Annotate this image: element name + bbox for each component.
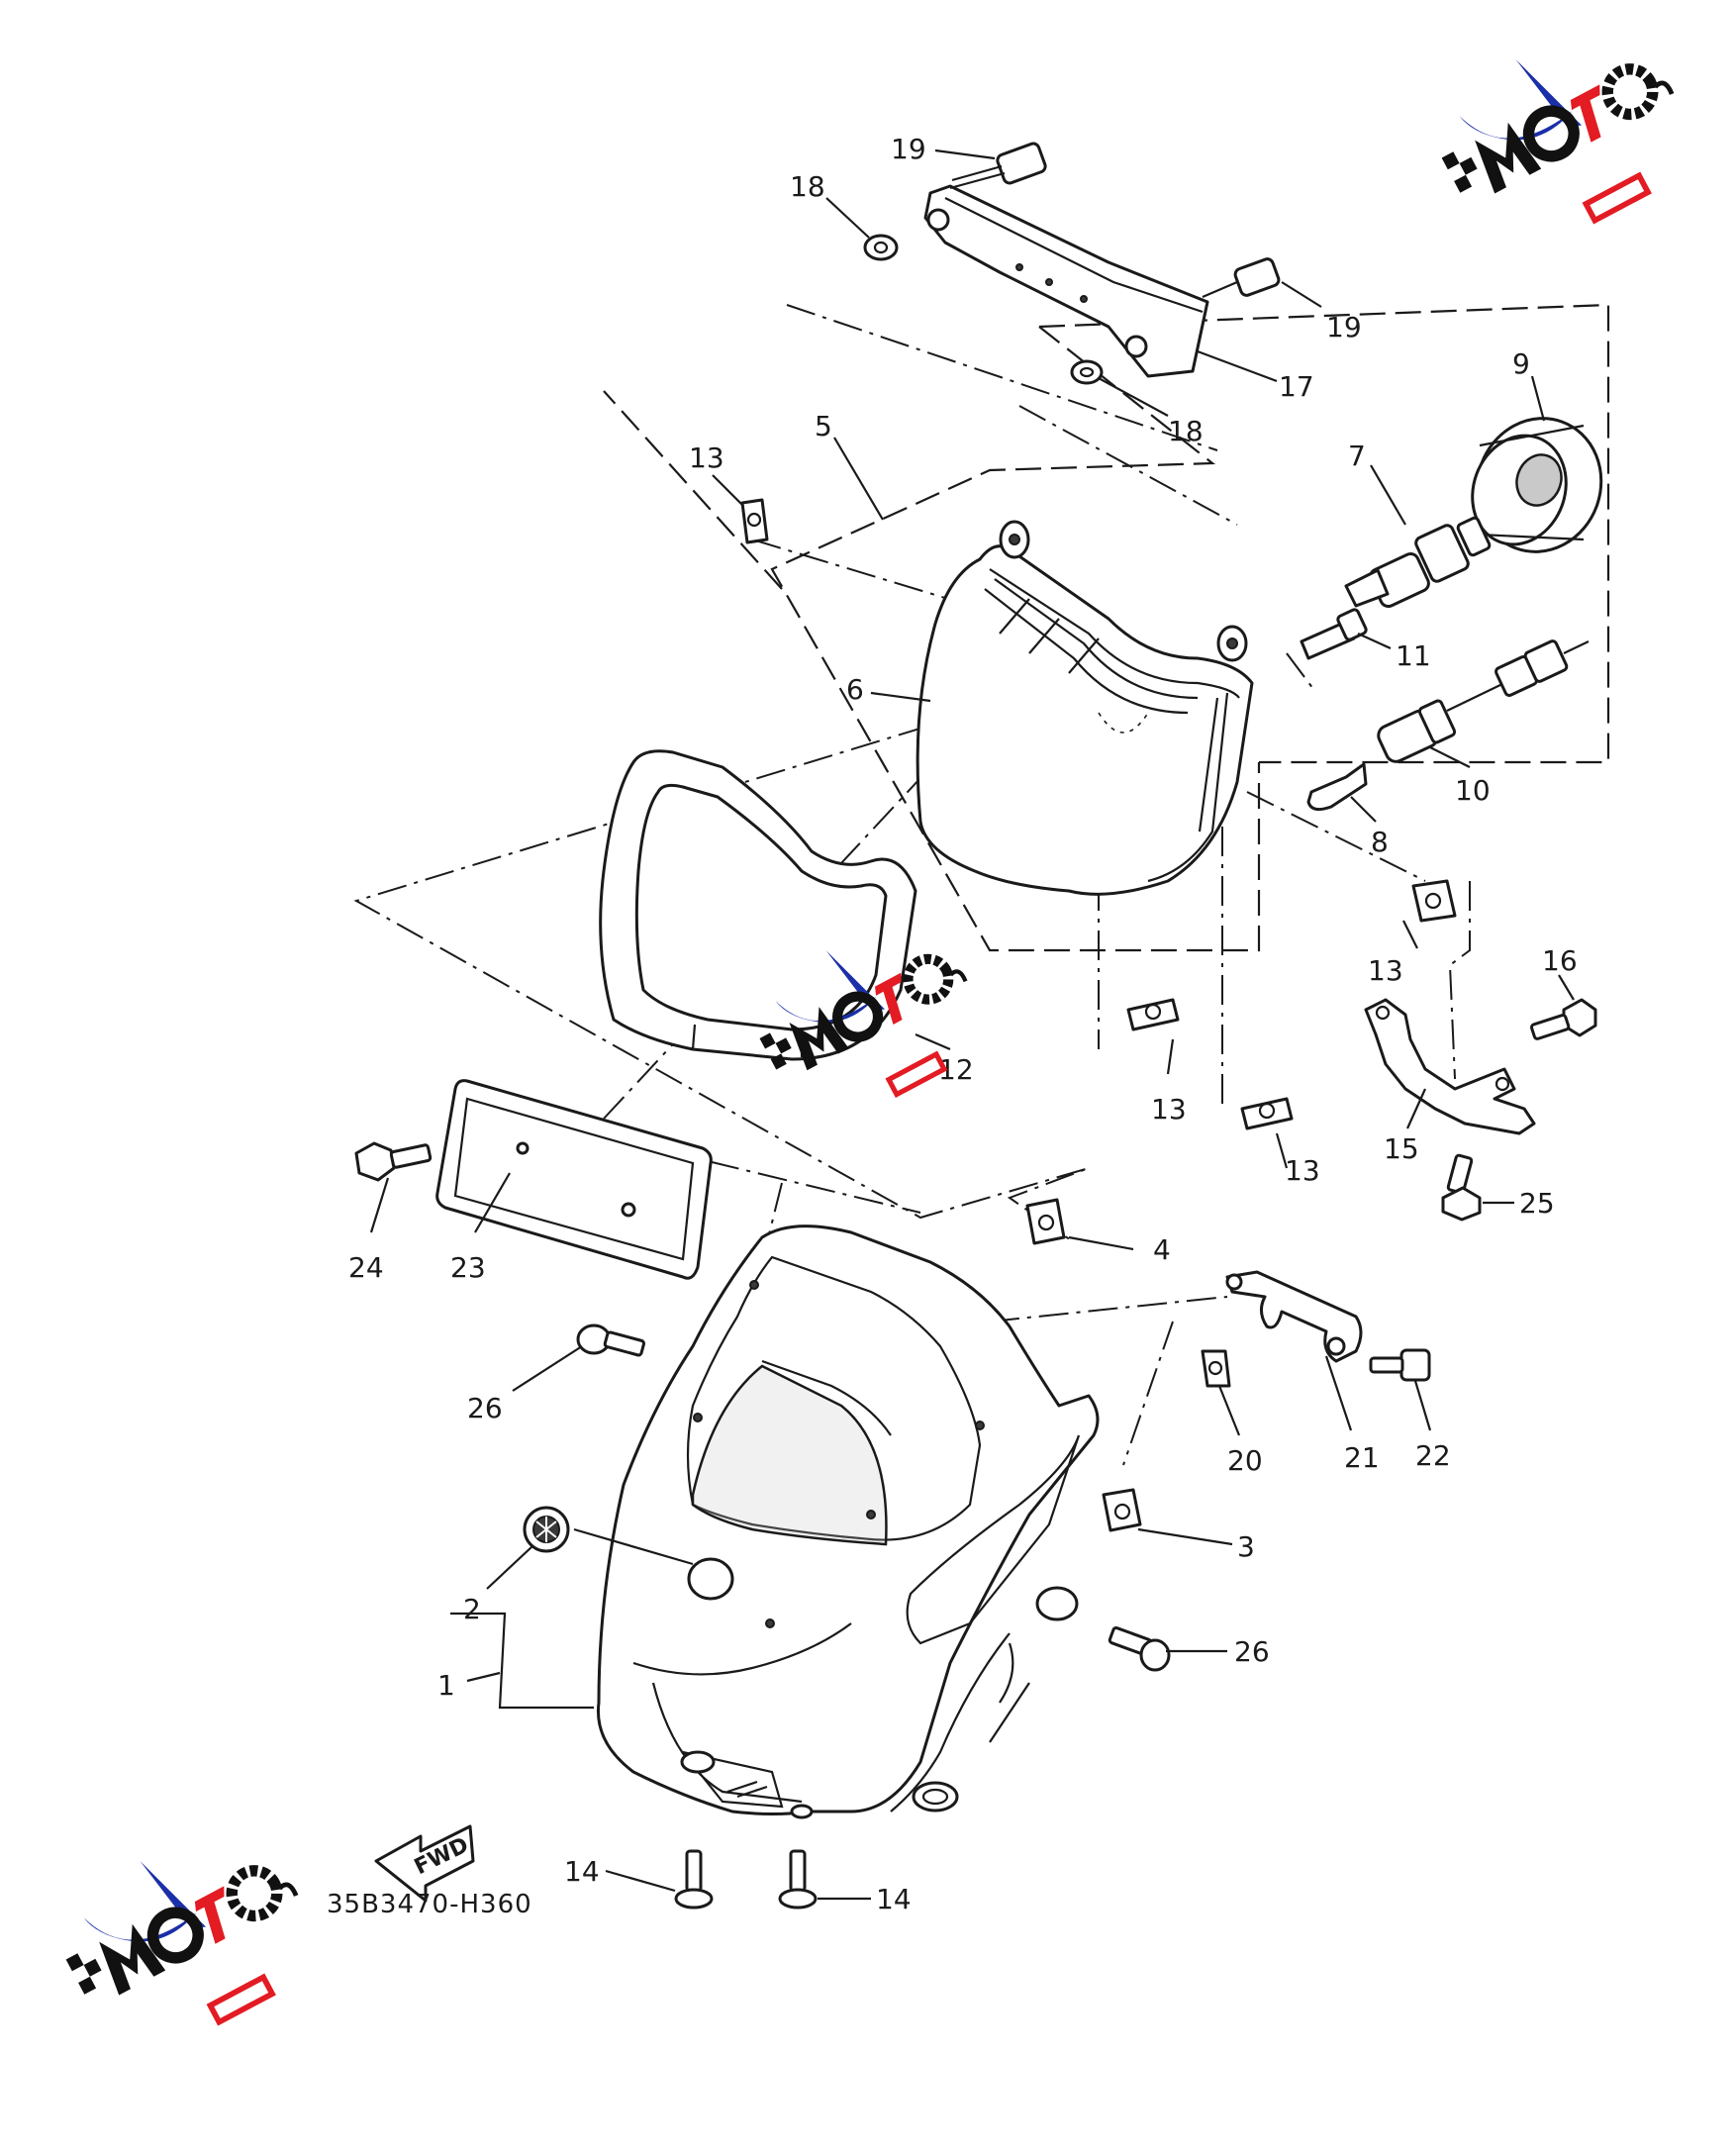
callout-13: 13: [1285, 1154, 1320, 1187]
callout-26: 26: [1234, 1635, 1270, 1668]
part-6-headlight-unit: [916, 520, 1254, 896]
part-26-screw-left: [576, 1323, 645, 1357]
part-1-headlight-cowling: [596, 1225, 1100, 1819]
callout-9: 9: [1512, 347, 1530, 380]
part-2-emblem: [523, 1506, 570, 1553]
callout-4: 4: [1153, 1233, 1171, 1266]
watermark-logo-top-right: [1442, 49, 1675, 225]
callout-6: 6: [846, 673, 864, 706]
part-13-clip-nut-c: [1126, 998, 1180, 1031]
callout-21: 21: [1344, 1441, 1380, 1474]
callout-16: 16: [1542, 944, 1578, 977]
grommet-18-right: [1070, 359, 1104, 385]
callout-18: 18: [1168, 415, 1204, 447]
part-17-upper-bracket: [923, 184, 1209, 378]
part-12-lens-seal: [599, 749, 917, 1061]
callout-11: 11: [1396, 639, 1431, 672]
callout-25: 25: [1519, 1187, 1555, 1220]
callout-17: 17: [1279, 370, 1314, 403]
part-10-socket-with-lead: [1377, 639, 1590, 763]
part-13-clip-nut-a: [740, 498, 769, 544]
callout-24: 24: [348, 1251, 384, 1284]
callout-labels: 19 18 19 17 18 9 7 13 5 11 6 10 8 13 16 …: [348, 133, 1578, 1915]
callout-13: 13: [1151, 1093, 1187, 1126]
callout-13: 13: [1368, 954, 1403, 987]
part-13-clip-nut-b: [1411, 879, 1457, 923]
callout-26: 26: [467, 1392, 503, 1424]
part-9-bulb-cover: [1471, 417, 1603, 553]
callout-10: 10: [1455, 774, 1491, 807]
callout-14: 14: [876, 1883, 912, 1915]
bolt-19-top: [949, 142, 1047, 190]
callout-19: 19: [891, 133, 926, 165]
leader-lines: [369, 148, 1575, 1901]
watermark-logo-center: [759, 940, 967, 1099]
callout-15: 15: [1384, 1132, 1419, 1165]
part-20-clip-nut: [1201, 1349, 1231, 1388]
part-14-screw-right: [778, 1849, 818, 1910]
part-8-position-bulb: [1306, 762, 1368, 812]
part-26-screw-right: [1108, 1625, 1171, 1672]
part-24-screw: [354, 1141, 433, 1182]
callout-5: 5: [815, 410, 832, 442]
callout-23: 23: [450, 1251, 486, 1284]
watermark-logo-bottom-left: [66, 1850, 299, 2026]
callout-22: 22: [1415, 1439, 1451, 1472]
part-14-screw-left: [674, 1849, 714, 1910]
callout-8: 8: [1371, 826, 1389, 858]
callout-3: 3: [1237, 1530, 1255, 1563]
part-3-clip-nut: [1102, 1488, 1142, 1532]
callout-1: 1: [437, 1669, 455, 1702]
callout-2: 2: [463, 1593, 481, 1625]
callout-13: 13: [689, 441, 724, 474]
callout-19: 19: [1326, 311, 1362, 343]
part-25-bolt: [1441, 1153, 1482, 1222]
forward-arrow-icon: FWD: [374, 1824, 475, 1903]
drawing-code: 35B3470-H360: [327, 1890, 532, 1919]
part-22-bolt: [1369, 1348, 1431, 1382]
part-7-headlight-bulb: [1344, 516, 1492, 608]
callout-20: 20: [1227, 1444, 1263, 1477]
callout-14: 14: [564, 1855, 600, 1888]
callout-7: 7: [1348, 440, 1366, 472]
part-13-clip-nut-d: [1240, 1097, 1294, 1130]
part-4-clip-nut: [1025, 1198, 1066, 1245]
part-16-bolt: [1529, 998, 1597, 1040]
part-15-bracket: [1364, 998, 1536, 1135]
part-11-adjust-screw: [1300, 608, 1368, 660]
grommet-18-top: [863, 234, 899, 261]
part-23-panel: [435, 1079, 713, 1280]
part-21-stay-bracket: [1225, 1270, 1363, 1363]
callout-18: 18: [790, 170, 825, 203]
bolt-19-right: [1202, 257, 1281, 299]
